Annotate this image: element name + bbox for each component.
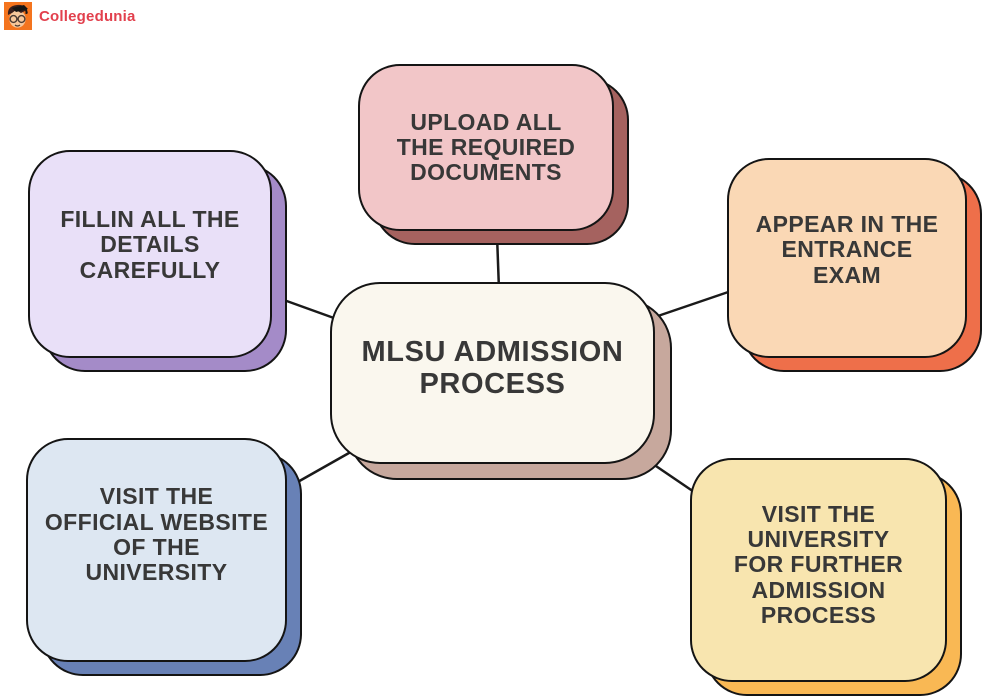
node-label: APPEAR IN THE ENTRANCE EXAM: [727, 158, 967, 358]
collegedunia-mascot-icon: [4, 2, 32, 30]
node-fill-details: FILLIN ALL THE DETAILS CAREFULLY: [28, 150, 287, 372]
connector-right: [651, 286, 741, 320]
node-upload-documents: UPLOAD ALL THE REQUIRED DOCUMENTS: [358, 64, 629, 245]
node-label: FILLIN ALL THE DETAILS CAREFULLY: [28, 150, 272, 358]
node-mlsu-admission-process: MLSU ADMISSION PROCESS: [330, 282, 672, 480]
brand-name: Collegedunia: [39, 7, 136, 25]
node-label: UPLOAD ALL THE REQUIRED DOCUMENTS: [358, 64, 614, 231]
node-label: VISIT THE OFFICIAL WEBSITE OF THE UNIVER…: [26, 438, 287, 662]
brand-logo: Collegedunia: [4, 2, 136, 30]
node-label: MLSU ADMISSION PROCESS: [330, 282, 655, 464]
node-visit-university: VISIT THE UNIVERSITY FOR FURTHER ADMISSI…: [690, 458, 962, 696]
node-entrance-exam: APPEAR IN THE ENTRANCE EXAM: [727, 158, 982, 372]
node-label: VISIT THE UNIVERSITY FOR FURTHER ADMISSI…: [690, 458, 947, 682]
node-visit-website: VISIT THE OFFICIAL WEBSITE OF THE UNIVER…: [26, 438, 302, 676]
